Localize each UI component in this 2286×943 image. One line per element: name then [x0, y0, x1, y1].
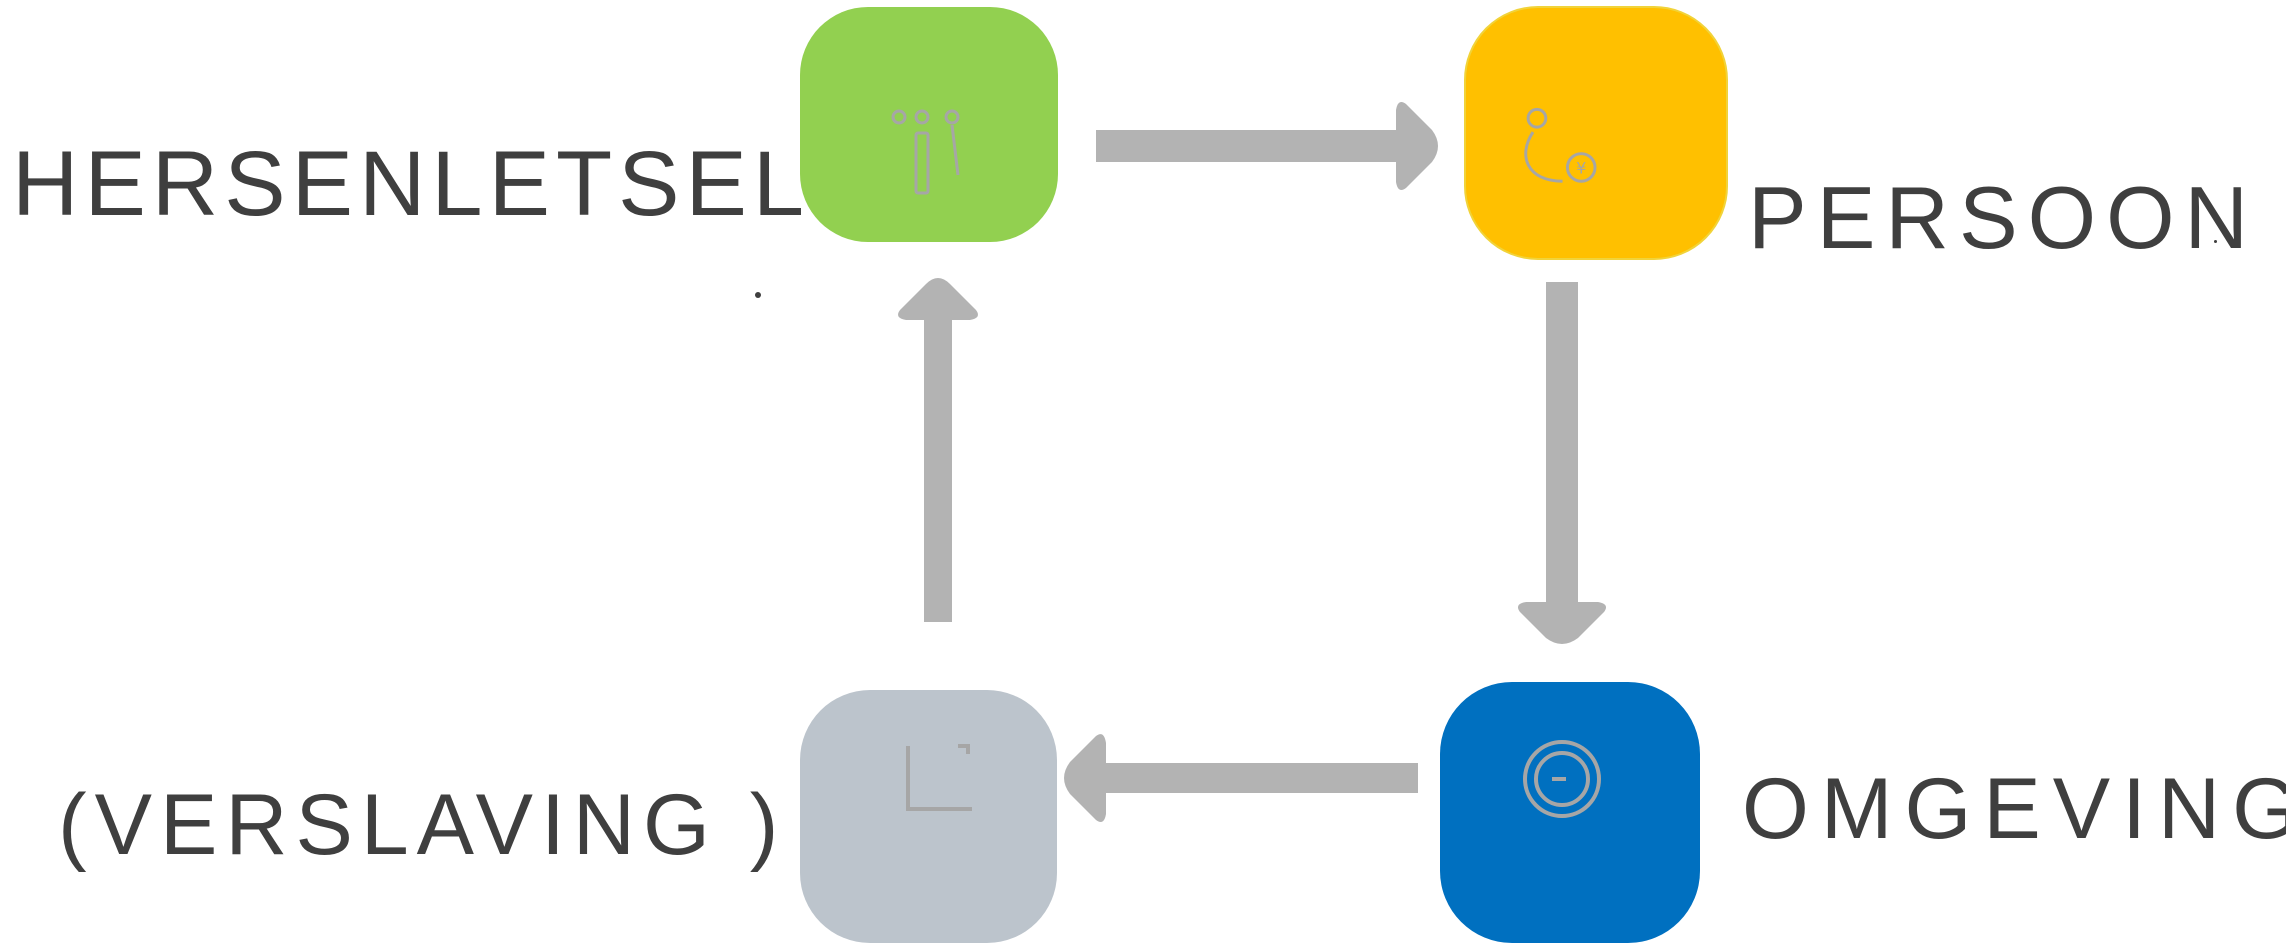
- environment-label: OMGEVING: [1742, 761, 2286, 857]
- arrow-addiction-to-brain: [898, 278, 978, 622]
- addiction-node: [800, 690, 1057, 943]
- person-node: ¥: [1464, 6, 1728, 260]
- person-icon: ¥: [1524, 107, 1597, 183]
- addiction-icon: [906, 744, 972, 811]
- svg-text:¥: ¥: [1576, 158, 1586, 177]
- decorative-dot: [2214, 240, 2217, 243]
- brain-injury-node: [800, 7, 1058, 242]
- addiction-label: (VERSLAVING ): [58, 777, 787, 873]
- arrow-brain-to-person: [1096, 102, 1438, 190]
- decorative-dot: [755, 292, 761, 298]
- brain-injury-label: HERSENLETSEL: [12, 133, 811, 235]
- environment-icon: [1523, 740, 1601, 818]
- arrow-environment-to-addiction: [1064, 734, 1418, 822]
- environment-node: [1440, 682, 1700, 943]
- person-label: PERSOON: [1748, 168, 2259, 267]
- arrow-person-to-environment: [1518, 282, 1606, 644]
- brain-icon: [891, 109, 960, 195]
